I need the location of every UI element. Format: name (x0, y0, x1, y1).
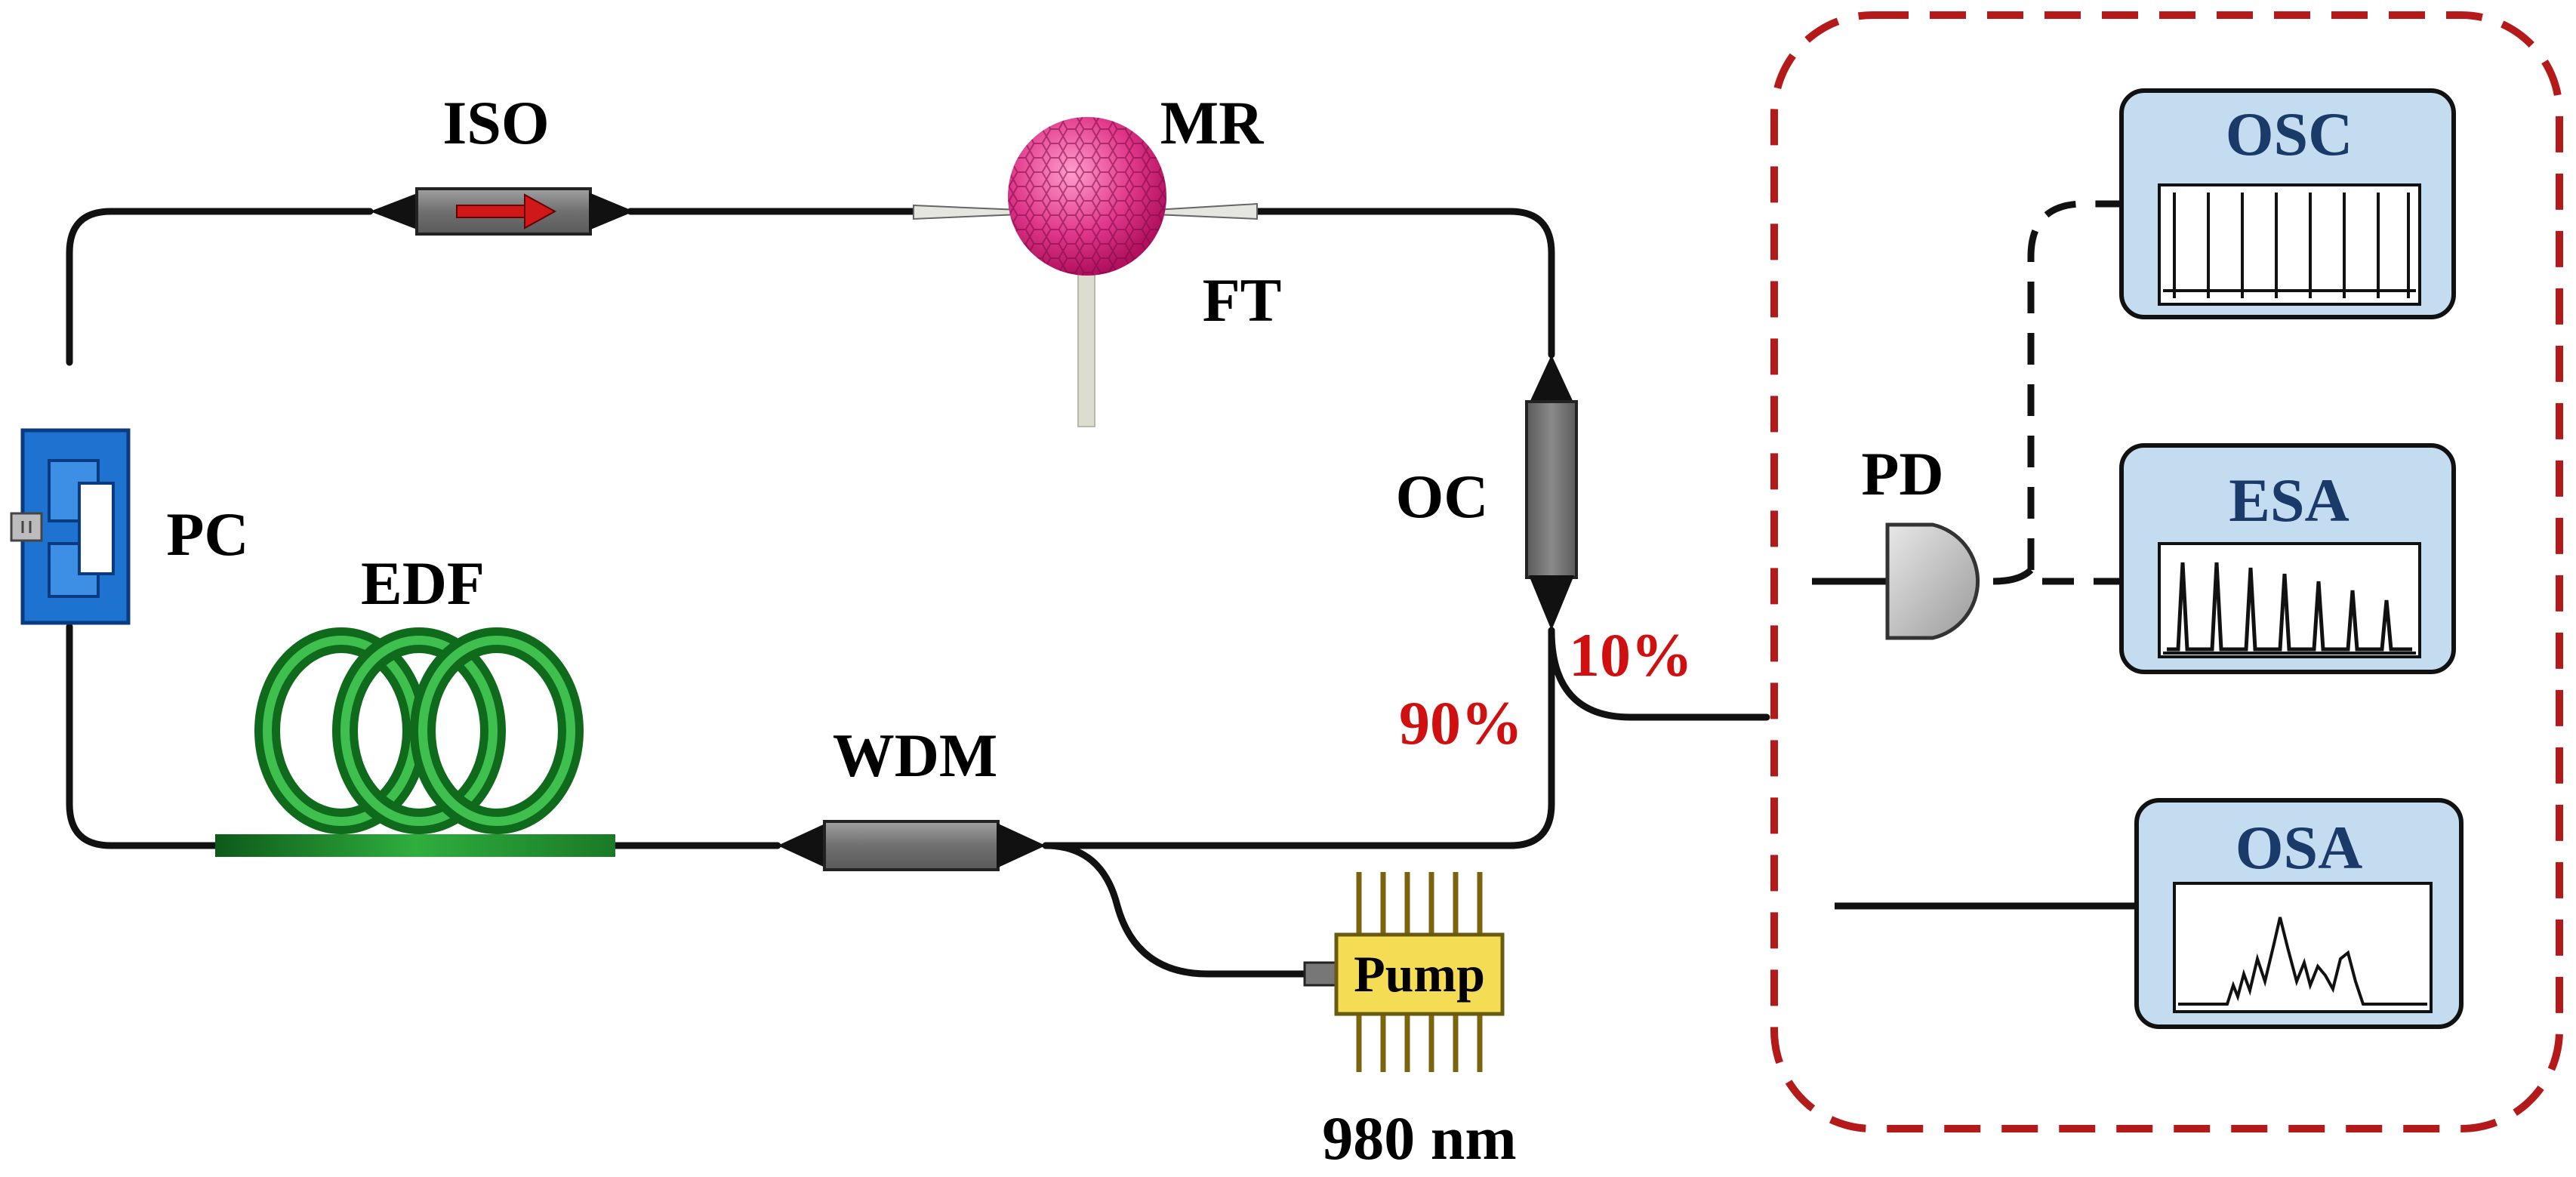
fiber-ring (66, 208, 1770, 978)
photodetector (1812, 522, 2034, 640)
ratio-10-label: 10% (1569, 621, 1693, 689)
osa-label: OSA (2236, 813, 2363, 882)
pd-label: PD (1861, 439, 1943, 508)
pump-label: Pump (1354, 945, 1485, 1003)
pump-wavelength-label: 980 nm (1322, 1104, 1516, 1172)
optical-spectrum-analyzer (2134, 798, 2464, 1029)
edf-label: EDF (361, 549, 485, 618)
osc-label: OSC (2226, 100, 2353, 168)
detection-box (1770, 11, 2563, 1132)
electrical-spectrum-analyzer (2119, 443, 2456, 674)
esa-label: ESA (2229, 466, 2350, 535)
polarization-controller (10, 428, 131, 625)
isolator (370, 187, 634, 236)
wdm-label: WDM (833, 721, 998, 790)
oc-label: OC (1396, 462, 1489, 531)
output-coupler (1525, 355, 1578, 630)
wdm-coupler (778, 820, 1046, 871)
ratio-90-label: 90% (1399, 689, 1523, 757)
oscilloscope (2119, 88, 2456, 319)
pd-signal-links (2027, 200, 2122, 585)
pc-label: PC (166, 500, 248, 568)
arrow-icon (456, 193, 557, 230)
pump-laser (1303, 872, 1505, 1072)
iso-label: ISO (442, 88, 549, 157)
microresonator (913, 117, 1258, 427)
erbium-doped-fiber (215, 627, 615, 857)
mr-label: MR (1160, 88, 1264, 157)
ft-label: FT (1203, 266, 1282, 334)
